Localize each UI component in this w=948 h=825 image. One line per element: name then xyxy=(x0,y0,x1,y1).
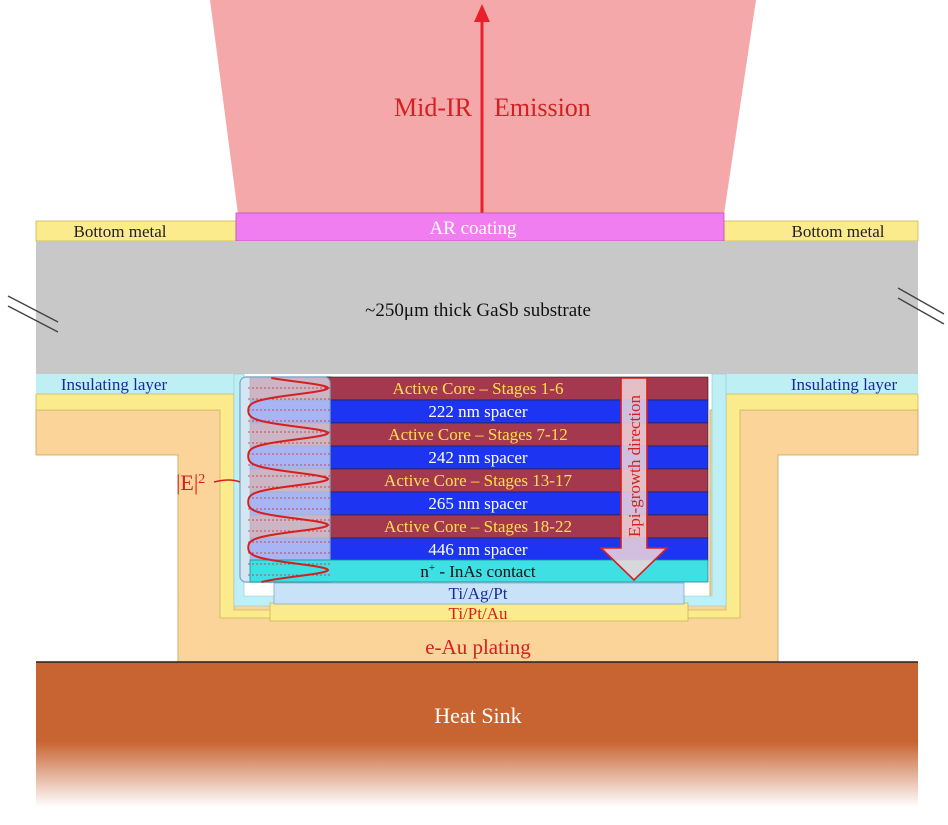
active-core-label: Active Core – Stages 1-6 xyxy=(393,379,564,398)
ti-ag-pt-label: Ti/Ag/Pt xyxy=(449,584,508,603)
break-mark-right xyxy=(897,287,945,325)
field-label: |E|2 xyxy=(176,470,205,495)
plating-label: e-Au plating xyxy=(425,635,531,659)
break-mark-left xyxy=(7,295,59,333)
spacer-label: 446 nm spacer xyxy=(428,540,527,559)
spacer-label: 242 nm spacer xyxy=(428,448,527,467)
field-label-main: |E| xyxy=(176,470,198,495)
insulating-left xyxy=(36,374,236,394)
bottom-metal-left-label: Bottom metal xyxy=(73,222,166,241)
ar-coating-label: AR coating xyxy=(429,218,517,239)
field-intensity-curve xyxy=(247,377,330,583)
active-core-label: Active Core – Stages 18-22 xyxy=(384,517,572,536)
emission-arrowhead xyxy=(474,4,490,22)
heat-sink-label: Heat Sink xyxy=(434,703,521,728)
gasb-substrate xyxy=(36,241,918,374)
emission-label-left: Mid-IR xyxy=(394,93,473,122)
insulating-right xyxy=(724,374,918,394)
ti-ag-pt-layer xyxy=(273,582,685,605)
field-profile-overlay xyxy=(239,376,331,583)
emission-label-right: Emission xyxy=(494,93,591,122)
contact-label: n+ - InAs contact xyxy=(420,562,536,581)
insulating-right-label: Insulating layer xyxy=(791,375,898,394)
substrate-label: ~250μm thick GaSb substrate xyxy=(365,300,591,321)
heat-sink xyxy=(36,662,918,807)
epi-growth-label: Epi-growth direction xyxy=(625,394,644,537)
ti-pt-au-label: Ti/Pt/Au xyxy=(449,604,508,623)
field-label-sup: 2 xyxy=(198,472,205,487)
active-core-label: Active Core – Stages 13-17 xyxy=(384,471,572,490)
spacer-label: 265 nm spacer xyxy=(428,494,527,513)
bottom-metal-right-label: Bottom metal xyxy=(791,222,884,241)
n-plus-contact xyxy=(249,559,709,583)
contact-rest: - InAs contact xyxy=(435,562,536,581)
metal-contour xyxy=(35,393,919,619)
field-label-brace xyxy=(213,479,241,483)
contact-sup: + xyxy=(429,562,435,574)
active-core-label: Active Core – Stages 7-12 xyxy=(388,425,567,444)
contact-n: n xyxy=(420,562,429,581)
spacer-label: 222 nm spacer xyxy=(428,402,527,421)
epi-growth-arrow xyxy=(599,377,669,582)
insulating-left-label: Insulating layer xyxy=(61,375,168,394)
